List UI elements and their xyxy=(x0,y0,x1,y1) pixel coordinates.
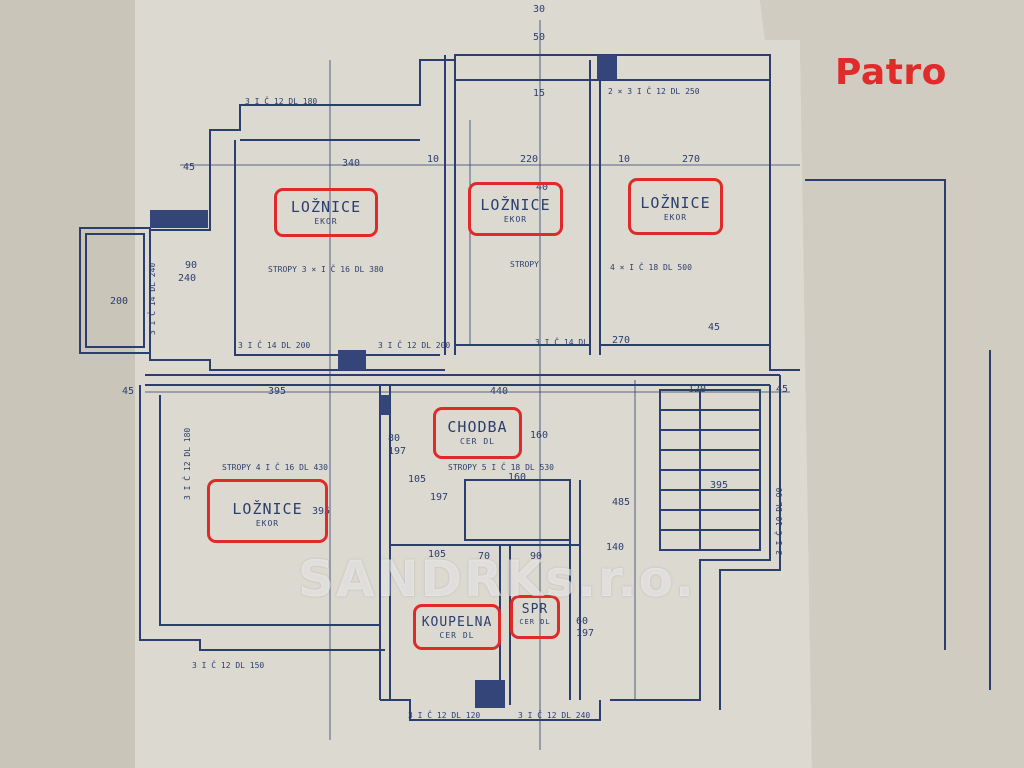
room-floor: CER DL xyxy=(519,618,551,626)
dimension-label: 395 xyxy=(710,480,728,491)
dimension-label: 270 xyxy=(682,154,700,165)
dimension-label: 197 xyxy=(430,492,448,503)
dimension-label: 105 xyxy=(428,549,446,560)
room-floor: EKOR xyxy=(503,215,528,224)
dimension-label: 90 xyxy=(185,260,197,271)
room-floor: EKOR xyxy=(255,519,280,528)
room-floor: EKOR xyxy=(314,217,338,226)
room-floor: CER DL xyxy=(460,437,495,446)
dimension-label: 50 xyxy=(533,32,545,43)
lintel-label: 3 I Č 14 DL xyxy=(535,336,588,347)
ceiling-label: STROPY 5 I Č 18 DL 530 xyxy=(448,461,554,472)
room-bedroom-1: LOŽNICE EKOR xyxy=(274,188,378,237)
ceiling-label: STROPY 4 I Č 16 DL 430 xyxy=(222,461,328,472)
dimension-label: 15 xyxy=(533,88,545,99)
room-name: LOŽNICE xyxy=(290,198,362,216)
dimension-label: 10 xyxy=(427,154,439,165)
room-pantry: SPR CER DL xyxy=(510,595,560,639)
floor-title: Patro xyxy=(835,52,947,93)
room-name: LOŽNICE xyxy=(480,196,551,214)
dimension-label: 485 xyxy=(612,497,630,508)
dimension-label: 160 xyxy=(508,472,526,483)
lintel-label: 3 I Č 12 DL 180 xyxy=(245,95,317,106)
dimension-label: 45 xyxy=(122,386,134,397)
dimension-label: 395 xyxy=(312,506,330,517)
dimension-label: 197 xyxy=(576,628,594,639)
room-name: KOUPELNA xyxy=(421,615,493,630)
dimension-label: 30 xyxy=(533,4,545,15)
room-bedroom-3: LOŽNICE EKOR xyxy=(628,178,723,235)
lintel-label: 3 I Č 12 DL 240 xyxy=(518,709,590,720)
lintel-label: 3 I Č 12 DL 150 xyxy=(192,659,264,670)
room-floor: EKOR xyxy=(663,213,688,222)
dimension-label: 90 xyxy=(530,551,542,562)
room-corridor: CHODBA CER DL xyxy=(433,407,522,459)
lintel-label: 3 I Č 14 DL 240 xyxy=(146,263,157,335)
lintel-label: 2 × 3 I Č 12 DL 250 xyxy=(608,85,700,96)
room-floor: CER DL xyxy=(439,631,475,640)
dimension-label: 197 xyxy=(388,446,406,457)
dimension-label: 270 xyxy=(612,335,630,346)
dimension-label: 140 xyxy=(606,542,624,553)
dimension-label: 45 xyxy=(776,384,788,395)
ceiling-label: 4 × I Č 18 DL 500 xyxy=(610,261,692,272)
dimension-label: 440 xyxy=(490,386,508,397)
dimension-label: 70 xyxy=(478,551,490,562)
ceiling-label: STROPY 3 × I Č 16 DL 380 xyxy=(268,263,384,274)
dimension-label: 45 xyxy=(708,322,720,333)
room-name: LOŽNICE xyxy=(640,194,711,212)
dimension-label: 200 xyxy=(110,296,128,307)
lintel-label: 3 I Č 12 DL 120 xyxy=(408,709,480,720)
dimension-label: 45 xyxy=(183,162,195,173)
lintel-label: 3 I Č 14 DL 200 xyxy=(238,339,310,350)
dimension-label: 340 xyxy=(342,158,360,169)
dimension-label: 220 xyxy=(520,154,538,165)
dimension-label: 120 xyxy=(688,384,706,395)
lintel-label: 3 I Č 10 DL 90 xyxy=(773,487,784,555)
room-bathroom: KOUPELNA CER DL xyxy=(413,604,501,650)
room-bedroom-4: LOŽNICE EKOR xyxy=(207,479,328,543)
room-name: SPR xyxy=(521,602,549,617)
room-name: LOŽNICE xyxy=(232,500,303,518)
dimension-label: 240 xyxy=(178,273,196,284)
room-name: CHODBA xyxy=(447,418,508,436)
room-bedroom-2: LOŽNICE EKOR xyxy=(468,182,563,236)
watermark: SANDRKs.r.o. xyxy=(298,550,696,608)
dimension-label: 10 xyxy=(618,154,630,165)
lintel-label: 3 I Č 12 DL 200 xyxy=(378,339,450,350)
dimension-label: 80 xyxy=(388,433,400,444)
dimension-label: 40 xyxy=(536,182,548,193)
dimension-label: 60 xyxy=(576,616,588,627)
dimension-label: 105 xyxy=(408,474,426,485)
ceiling-label: STROPY xyxy=(510,260,539,269)
lintel-label: 3 I Č 12 DL 180 xyxy=(181,428,192,500)
dimension-label: 395 xyxy=(268,386,286,397)
dimension-label: 160 xyxy=(530,430,548,441)
